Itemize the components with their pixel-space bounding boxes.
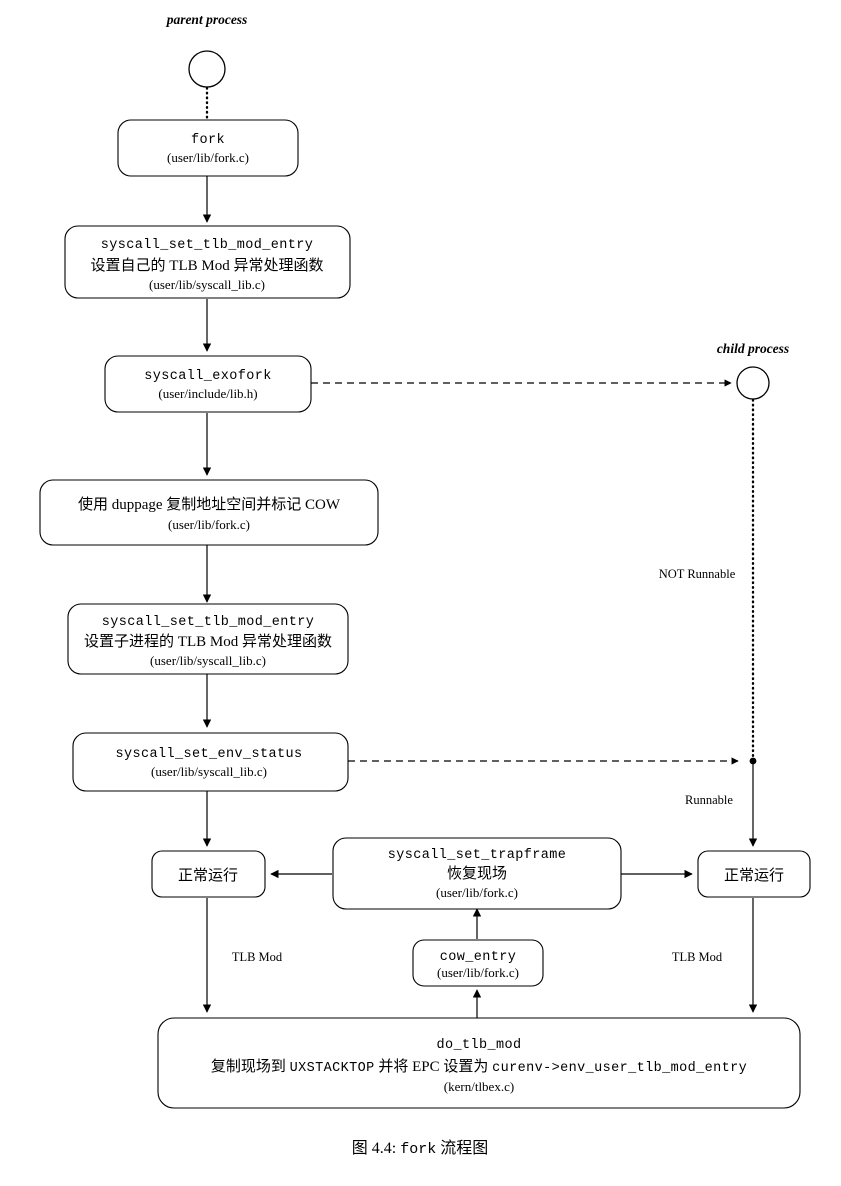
node-fork-path: (user/lib/fork.c): [167, 150, 249, 165]
node-syscall-exofork[interactable]: syscall_exofork (user/include/lib.h): [104, 355, 312, 413]
node-syscall-exofork-shape: [104, 355, 312, 413]
node-syscall-set-tlb-mod-entry-child-desc: 设置子进程的 TLB Mod 异常处理函数: [84, 633, 332, 650]
node-child-running-label: 正常运行: [724, 867, 784, 884]
node-syscall-exofork-title: syscall_exofork: [144, 369, 272, 384]
figure-caption-mono: fork: [400, 1141, 436, 1158]
node-cow-entry-shape: [412, 939, 544, 987]
lane-title-parent: parent process: [166, 12, 248, 27]
node-duppage-desc: 使用 duppage 复制地址空间并标记 COW: [78, 495, 341, 513]
child-start-node: [736, 366, 770, 400]
node-syscall-set-env-status-title: syscall_set_env_status: [115, 747, 302, 762]
edge-label-tlb-mod-right: TLB Mod: [672, 950, 723, 964]
node-do-tlb-mod-path: (kern/tlbex.c): [444, 1079, 514, 1094]
node-child-running-shape: [697, 850, 811, 898]
node-fork[interactable]: fork (user/lib/fork.c): [117, 119, 299, 177]
node-syscall-set-tlb-mod-entry-self-path: (user/lib/syscall_lib.c): [149, 277, 265, 292]
node-syscall-set-tlb-mod-entry-self-desc: 设置自己的 TLB Mod 异常处理函数: [91, 257, 324, 274]
node-cow-entry-title: cow_entry: [440, 950, 517, 965]
node-syscall-set-trapframe-shape: [332, 837, 622, 910]
node-do-tlb-mod-title: do_tlb_mod: [436, 1038, 521, 1053]
node-syscall-set-tlb-mod-entry-child[interactable]: syscall_set_tlb_mod_entry 设置子进程的 TLB Mod…: [67, 603, 349, 675]
node-syscall-set-tlb-mod-entry-self-title: syscall_set_tlb_mod_entry: [101, 238, 314, 253]
node-syscall-set-tlb-mod-entry-child-path: (user/lib/syscall_lib.c): [150, 653, 266, 668]
node-syscall-set-trapframe-path: (user/lib/fork.c): [436, 885, 518, 900]
edge-label-not-runnable: NOT Runnable: [659, 567, 736, 581]
node-duppage-path: (user/lib/fork.c): [168, 517, 250, 532]
node-fork-title: fork: [191, 133, 225, 148]
node-syscall-set-tlb-mod-entry-self-shape: [64, 225, 351, 299]
node-syscall-set-tlb-mod-entry-child-shape: [67, 603, 349, 675]
node-syscall-set-tlb-mod-entry-self[interactable]: syscall_set_tlb_mod_entry 设置自己的 TLB Mod …: [64, 225, 351, 299]
node-do-tlb-mod-desc-part2: UXSTACKTOP: [290, 1061, 375, 1076]
node-do-tlb-mod-shape: [157, 1017, 801, 1109]
node-do-tlb-mod-desc-part4: curenv->env_user_tlb_mod_entry: [492, 1061, 747, 1076]
node-do-tlb-mod-desc-part3: 并将 EPC 设置为: [375, 1058, 493, 1075]
node-syscall-set-trapframe-title: syscall_set_trapframe: [388, 848, 567, 863]
parent-start-node: [188, 50, 226, 88]
node-do-tlb-mod-desc-part1: 复制现场到: [211, 1057, 290, 1075]
node-do-tlb-mod[interactable]: do_tlb_mod 复制现场到 UXSTACKTOP 并将 EPC 设置为 c…: [157, 1017, 801, 1109]
node-duppage-shape: [39, 479, 379, 546]
node-syscall-set-env-status-shape: [72, 732, 349, 792]
edge-label-runnable: Runnable: [685, 793, 733, 807]
node-syscall-set-env-status-path: (user/lib/syscall_lib.c): [151, 764, 267, 779]
figure-caption: 图 4.4: fork 流程图: [352, 1139, 488, 1158]
node-syscall-set-env-status[interactable]: syscall_set_env_status (user/lib/syscall…: [72, 732, 349, 792]
figure-caption-suffix: 流程图: [436, 1139, 488, 1157]
node-do-tlb-mod-desc: 复制现场到 UXSTACKTOP 并将 EPC 设置为 curenv->env_…: [211, 1057, 747, 1076]
node-parent-running-shape: [151, 850, 266, 898]
node-syscall-set-trapframe-desc: 恢复现场: [447, 864, 507, 882]
figure-caption-prefix: 图 4.4:: [352, 1140, 400, 1157]
node-syscall-set-tlb-mod-entry-child-title: syscall_set_tlb_mod_entry: [102, 615, 315, 630]
node-fork-shape: [117, 119, 299, 177]
node-duppage[interactable]: 使用 duppage 复制地址空间并标记 COW (user/lib/fork.…: [39, 479, 379, 546]
edge-label-tlb-mod-left: TLB Mod: [232, 950, 283, 964]
node-child-running[interactable]: 正常运行: [697, 850, 811, 898]
node-parent-running[interactable]: 正常运行: [151, 850, 266, 898]
node-syscall-set-trapframe[interactable]: syscall_set_trapframe 恢复现场 (user/lib/for…: [332, 837, 622, 910]
node-cow-entry[interactable]: cow_entry (user/lib/fork.c): [412, 939, 544, 987]
node-syscall-exofork-path: (user/include/lib.h): [158, 386, 257, 401]
lane-title-child: child process: [717, 341, 789, 356]
node-cow-entry-path: (user/lib/fork.c): [437, 965, 519, 980]
node-parent-running-label: 正常运行: [178, 867, 238, 884]
